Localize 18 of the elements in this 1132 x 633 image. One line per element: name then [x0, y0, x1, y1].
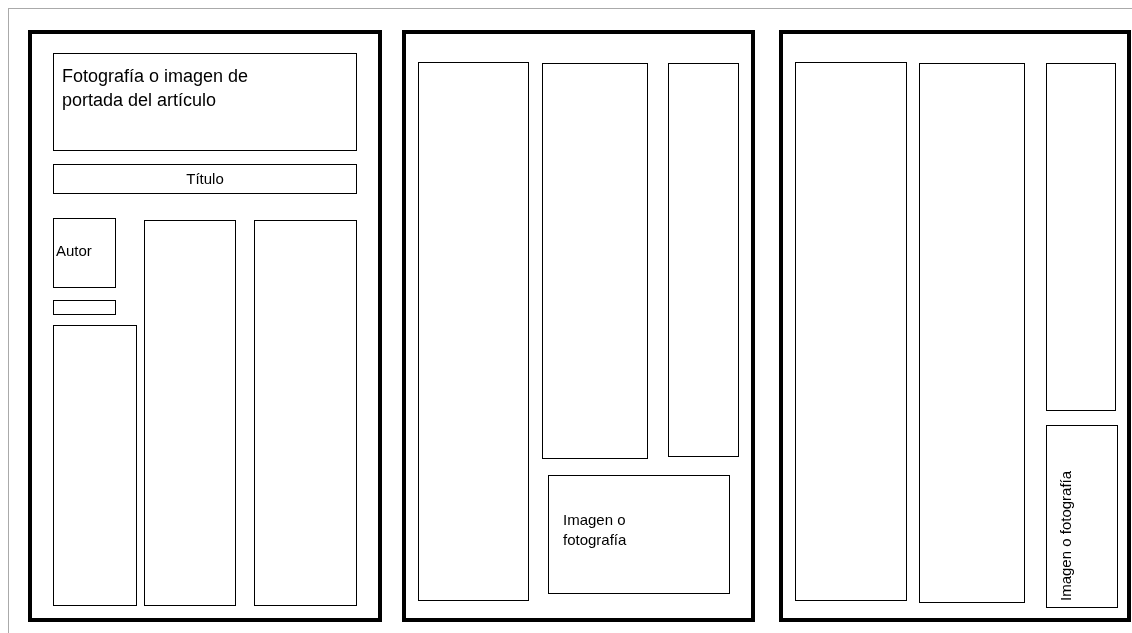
- page-layout: [779, 30, 1131, 622]
- byline-bar: [53, 300, 116, 315]
- text-column: [1046, 63, 1116, 411]
- text-column: [795, 62, 907, 601]
- text-column: [418, 62, 529, 601]
- image-placeholder-box: Fotografía o imagen de portada del artículo: [53, 53, 357, 151]
- page-layout: [402, 30, 755, 622]
- text-column: [53, 325, 137, 606]
- image-placeholder-box: Imagen o fotografía: [548, 475, 730, 594]
- text-column: [144, 220, 236, 606]
- page-layout: [28, 30, 382, 622]
- title-box: Título: [53, 164, 357, 194]
- author-box: Autor: [53, 218, 116, 288]
- image-placeholder-box: Imagen o fotografía: [1046, 425, 1118, 608]
- text-column: [542, 63, 648, 459]
- text-column: [254, 220, 357, 606]
- text-column: [668, 63, 739, 457]
- text-column: [919, 63, 1025, 603]
